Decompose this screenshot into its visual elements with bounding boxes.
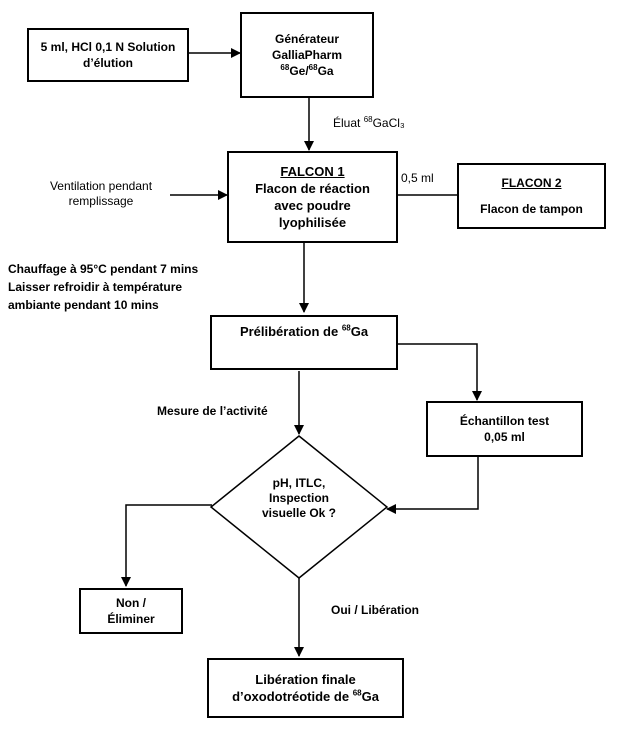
falcon1-line2: avec poudre	[274, 198, 351, 213]
flacon2-line1: Flacon de tampon	[480, 202, 583, 216]
arrow-decision-to-reject	[121, 504, 212, 587]
volume-label: 0,5 ml	[401, 171, 434, 185]
prerelease-box: Prélibération de 68Ga	[210, 315, 398, 370]
flacon2-box: FLACON 2 Flacon de tampon	[457, 163, 606, 229]
falcon1-title: FALCON 1	[280, 164, 345, 179]
ventilation-label: Ventilation pendant remplissage	[49, 179, 153, 208]
falcon1-box: FALCON 1 Flacon de réaction avec poudre …	[227, 151, 398, 243]
sample-line2: 0,05 ml	[484, 430, 525, 444]
solution-line2: d’élution	[83, 56, 133, 70]
falcon1-line3: lyophilisée	[278, 215, 347, 230]
solution-line1: 5 ml, HCl 0,1 N Solution	[40, 40, 176, 54]
arrow-sample-to-decision	[386, 457, 479, 514]
prerelease-text: Prélibération de 68Ga	[239, 323, 369, 339]
yes-label: Oui / Libération	[331, 603, 420, 617]
reject-box: Non / Éliminer	[79, 588, 183, 634]
generator-line1: Générateur	[274, 32, 340, 46]
heating-instructions: Chauffage à 95°C pendant 7 mins Laisser …	[8, 262, 199, 312]
generator-box: Générateur GalliaPharm 68Ge/68Ga	[240, 12, 374, 98]
decision-diamond	[209, 435, 389, 579]
falcon1-line1: Flacon de réaction	[255, 181, 370, 196]
final-line1: Libération finale	[255, 672, 356, 687]
reject-line2: Éliminer	[107, 612, 155, 626]
reject-line1: Non /	[116, 596, 146, 610]
solution-box: 5 ml, HCl 0,1 N Solution d’élution	[27, 28, 189, 82]
sample-box: Échantillon test 0,05 ml	[426, 401, 583, 457]
final-line2: d’oxodotréotide de 68Ga	[232, 688, 379, 704]
flacon2-title: FLACON 2	[501, 176, 562, 190]
generator-isotopes: 68Ge/68Ga	[280, 63, 334, 79]
arrow-prerelease-to-sample	[398, 343, 482, 401]
final-box: Libération finale d’oxodotréotide de 68G…	[207, 658, 404, 718]
generator-line2: GalliaPharm	[271, 48, 343, 62]
decision-text: pH, ITLC, Inspection visuelle Ok ?	[261, 476, 337, 520]
activity-label: Mesure de l’activité	[157, 404, 268, 418]
eluate-label: Éluat 68GaCl₃	[333, 115, 405, 131]
sample-line1: Échantillon test	[459, 414, 550, 428]
